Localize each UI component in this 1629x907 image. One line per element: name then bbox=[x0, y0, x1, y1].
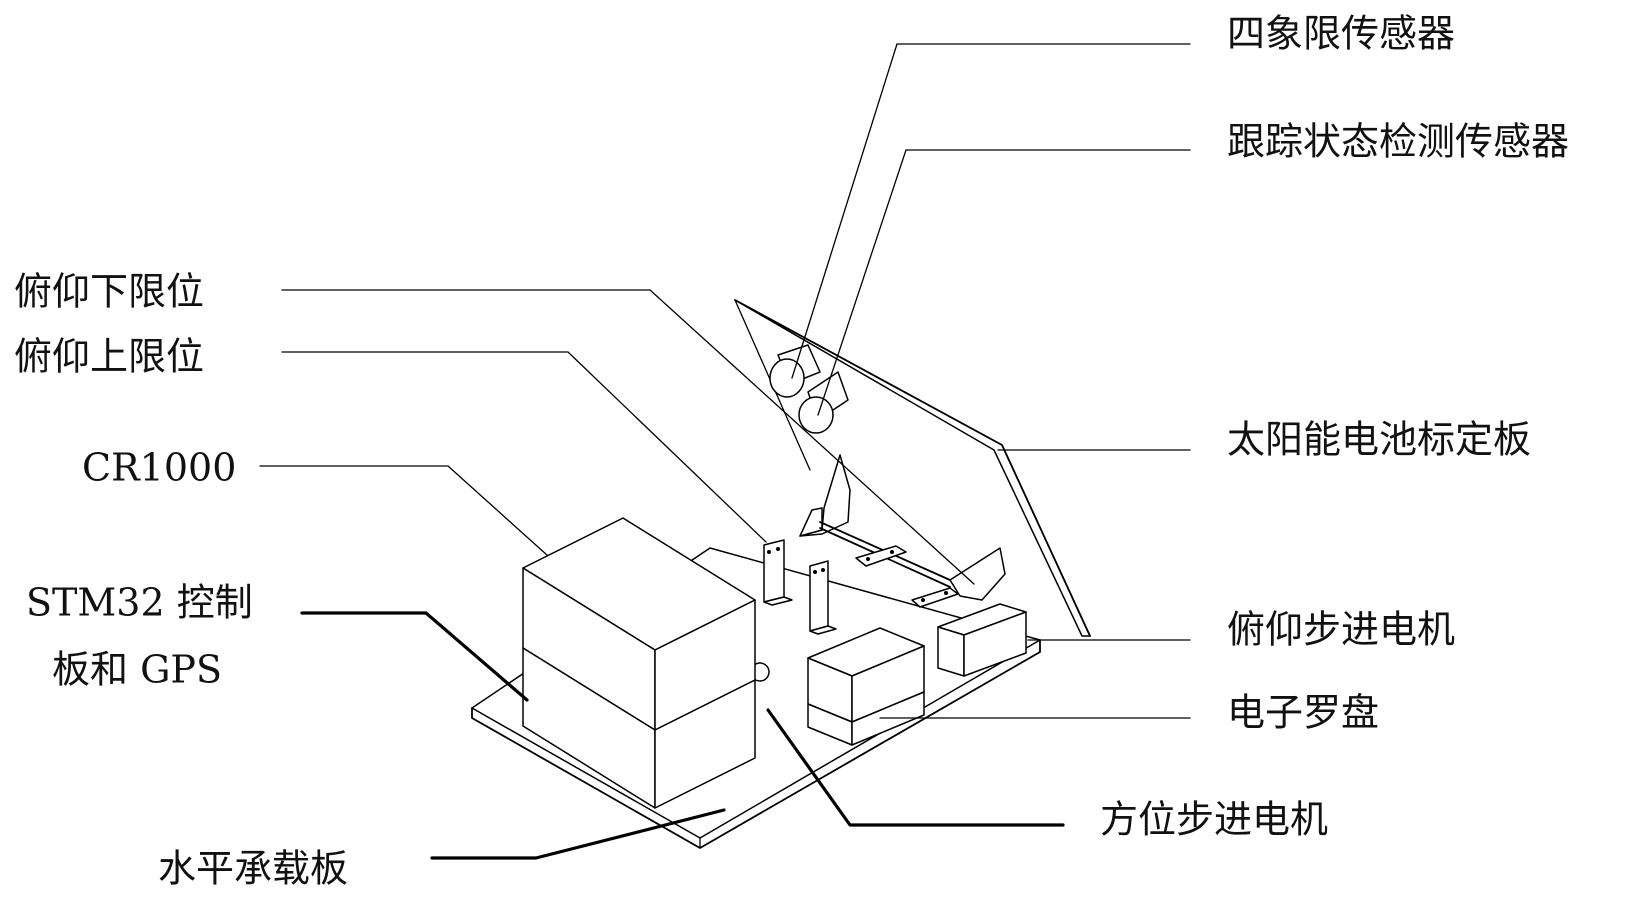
label-quadrant-sensor: 四象限传感器 bbox=[1227, 12, 1455, 56]
label-stm32-line2: 板和 GPS bbox=[52, 648, 222, 692]
label-base-plate: 水平承载板 bbox=[158, 847, 348, 891]
label-stm32-line1: STM32 控制 bbox=[26, 581, 253, 625]
label-pitch-upper-limit: 俯仰上限位 bbox=[14, 335, 204, 379]
label-compass: 电子罗盘 bbox=[1227, 691, 1379, 735]
tracking-sensor-body bbox=[799, 372, 848, 433]
label-cr1000: CR1000 bbox=[82, 446, 236, 490]
label-solar-panel: 太阳能电池标定板 bbox=[1227, 418, 1531, 462]
label-tracking-sensor: 跟踪状态检测传感器 bbox=[1227, 120, 1569, 164]
label-azimuth-motor: 方位步进电机 bbox=[1100, 798, 1328, 842]
label-pitch-motor: 俯仰步进电机 bbox=[1227, 608, 1455, 652]
label-pitch-lower-limit: 俯仰下限位 bbox=[14, 270, 204, 314]
